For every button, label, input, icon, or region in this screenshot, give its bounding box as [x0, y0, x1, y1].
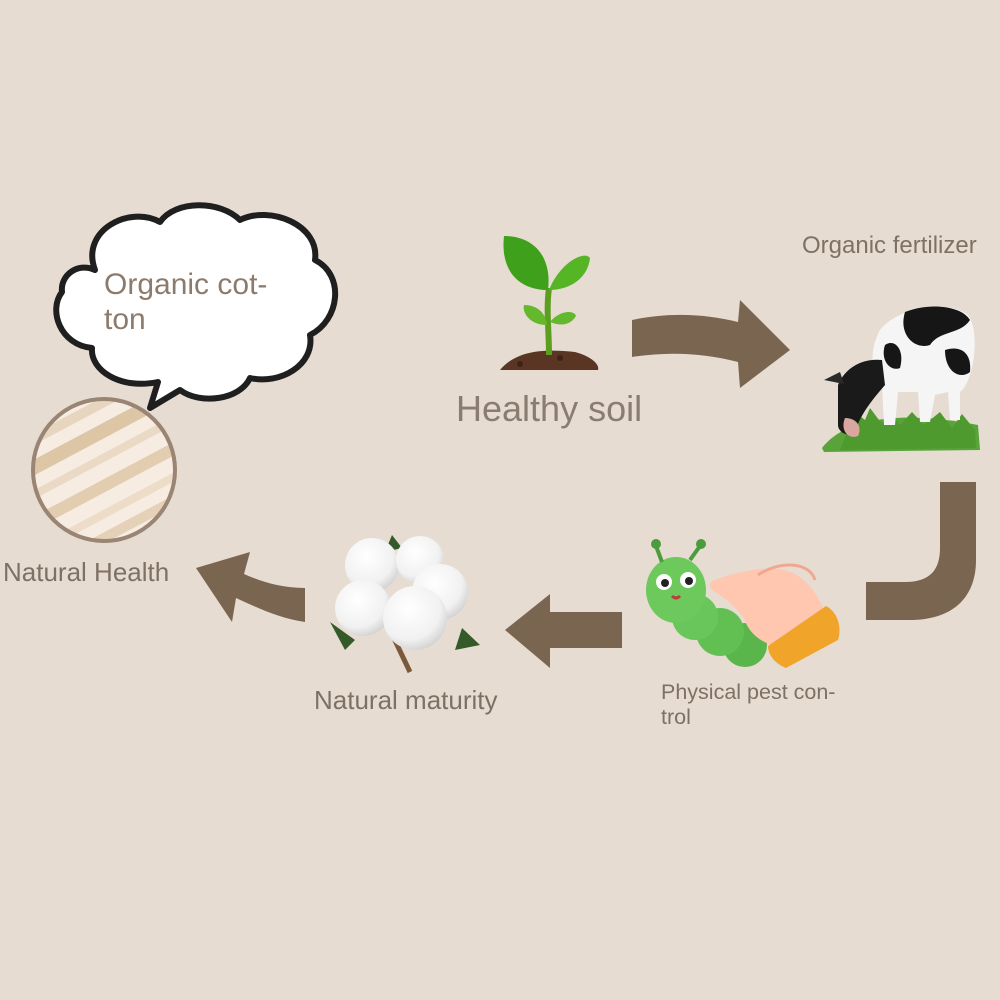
arrow-pest-to-maturity	[505, 594, 622, 668]
label-healthy-soil: Healthy soil	[456, 388, 643, 429]
label-natural-health: Natural Health	[3, 557, 170, 587]
label-physical-pest-control: Physical pest con- trol	[661, 680, 836, 729]
cow-icon	[822, 306, 980, 452]
sprout-icon	[500, 236, 599, 370]
pointing-hand-icon	[709, 563, 840, 668]
cotton-boll-icon	[330, 535, 480, 674]
arrow-soil-to-fertilizer	[632, 300, 790, 388]
label-organic-fertilizer: Organic fertilizer	[802, 232, 977, 259]
label-organic-cotton: Organic cot- ton	[104, 268, 268, 336]
fabric-swatch	[31, 397, 177, 543]
arrow-fertilizer-to-pest	[866, 482, 976, 620]
arrow-maturity-to-health	[196, 552, 305, 622]
cloud-bubble	[53, 202, 339, 411]
caterpillar-icon	[646, 539, 767, 667]
label-natural-maturity: Natural maturity	[314, 685, 498, 715]
